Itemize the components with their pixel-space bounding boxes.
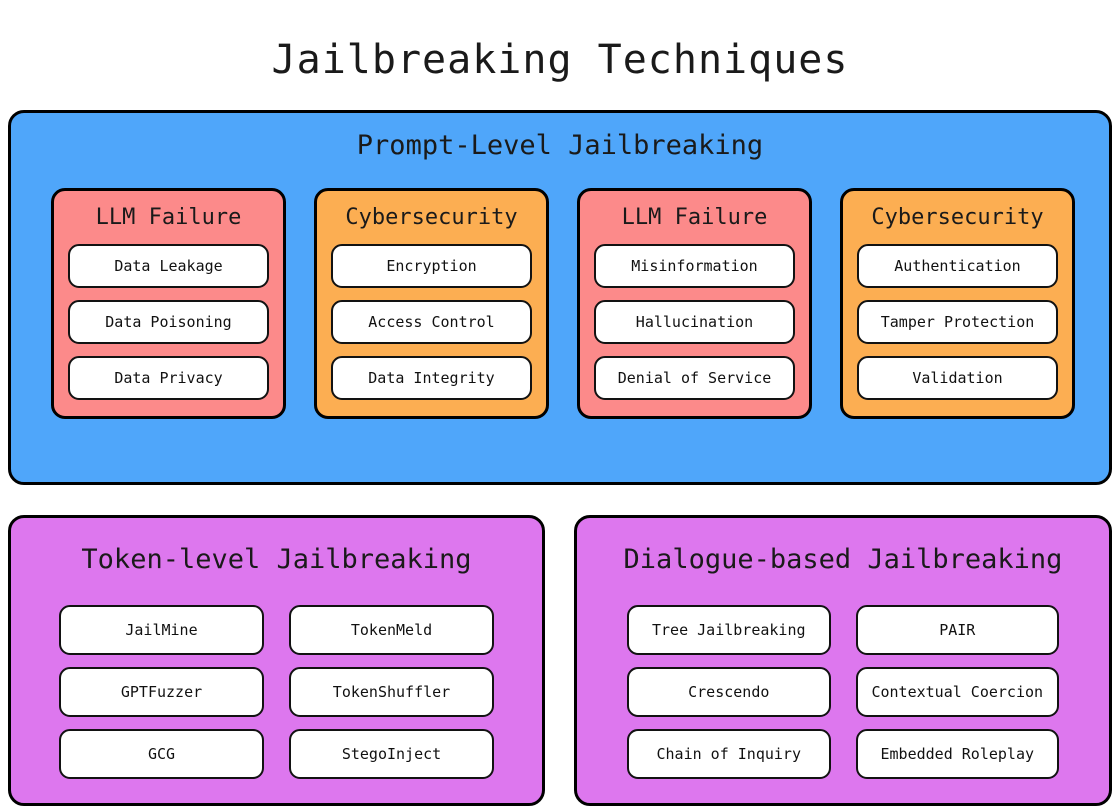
group-title: Cybersecurity <box>345 205 518 230</box>
chip-access-control[interactable]: Access Control <box>331 300 532 344</box>
chip-validation[interactable]: Validation <box>857 356 1058 400</box>
chip-tokenmeld[interactable]: TokenMeld <box>289 605 494 655</box>
chip-gptfuzzer[interactable]: GPTFuzzer <box>59 667 264 717</box>
chip-stegoinject[interactable]: StegoInject <box>289 729 494 779</box>
group-title: LLM Failure <box>621 205 768 230</box>
group-card-cybersecurity-1: Cybersecurity Encryption Access Control … <box>314 188 549 419</box>
panel-token-level-title: Token-level Jailbreaking <box>81 544 472 575</box>
group-card-llm-failure-2: LLM Failure Misinformation Hallucination… <box>577 188 812 419</box>
group-card-cybersecurity-2: Cybersecurity Authentication Tamper Prot… <box>840 188 1075 419</box>
dialogue-based-chip-grid: Tree Jailbreaking PAIR Crescendo Context… <box>627 605 1059 779</box>
chip-hallucination[interactable]: Hallucination <box>594 300 795 344</box>
panel-dialogue-based: Dialogue-based Jailbreaking Tree Jailbre… <box>574 515 1112 806</box>
chip-encryption[interactable]: Encryption <box>331 244 532 288</box>
chip-authentication[interactable]: Authentication <box>857 244 1058 288</box>
chip-tamper-protection[interactable]: Tamper Protection <box>857 300 1058 344</box>
chip-crescendo[interactable]: Crescendo <box>627 667 831 717</box>
chip-embedded-roleplay[interactable]: Embedded Roleplay <box>855 729 1059 779</box>
chip-contextual-coercion[interactable]: Contextual Coercion <box>855 667 1059 717</box>
group-title: Cybersecurity <box>871 205 1044 230</box>
chip-data-privacy[interactable]: Data Privacy <box>68 356 269 400</box>
chip-pair[interactable]: PAIR <box>855 605 1059 655</box>
panel-prompt-level: Prompt-Level Jailbreaking LLM Failure Da… <box>8 110 1112 485</box>
group-card-llm-failure-1: LLM Failure Data Leakage Data Poisoning … <box>51 188 286 419</box>
token-level-chip-grid: JailMine TokenMeld GPTFuzzer TokenShuffl… <box>59 605 494 779</box>
chip-gcg[interactable]: GCG <box>59 729 264 779</box>
chip-jailmine[interactable]: JailMine <box>59 605 264 655</box>
chip-data-poisoning[interactable]: Data Poisoning <box>68 300 269 344</box>
panel-token-level: Token-level Jailbreaking JailMine TokenM… <box>8 515 545 806</box>
prompt-level-group-row: LLM Failure Data Leakage Data Poisoning … <box>51 188 1075 419</box>
chip-tokenshuffler[interactable]: TokenShuffler <box>289 667 494 717</box>
chip-data-leakage[interactable]: Data Leakage <box>68 244 269 288</box>
page-title: Jailbreaking Techniques <box>271 36 849 83</box>
chip-data-integrity[interactable]: Data Integrity <box>331 356 532 400</box>
panel-prompt-level-title: Prompt-Level Jailbreaking <box>356 130 764 161</box>
chip-chain-of-inquiry[interactable]: Chain of Inquiry <box>627 729 831 779</box>
chip-misinformation[interactable]: Misinformation <box>594 244 795 288</box>
chip-denial-of-service[interactable]: Denial of Service <box>594 356 795 400</box>
chip-tree-jailbreaking[interactable]: Tree Jailbreaking <box>627 605 831 655</box>
group-title: LLM Failure <box>95 205 242 230</box>
panel-dialogue-based-title: Dialogue-based Jailbreaking <box>623 544 1063 575</box>
